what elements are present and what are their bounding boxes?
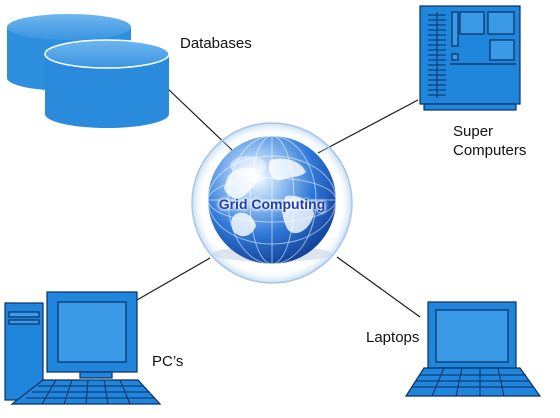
database-icon [7,14,170,128]
connector-lines [136,87,421,318]
globe-icon [191,122,353,284]
label-laptops: Laptops [366,329,420,346]
line-super-computers [317,99,419,154]
database-cylinder-front [44,39,170,128]
line-databases [166,87,233,151]
center-label: Grid Computing [218,196,326,212]
laptop-icon [404,301,542,397]
label-super-computers: Super Computers [453,122,526,160]
label-databases: Databases [180,35,252,52]
line-pcs [136,257,211,301]
line-laptops [336,256,421,318]
super-computer-icon [419,5,521,111]
label-super-line1: Super [453,123,494,140]
label-super-line2: Computers [453,142,527,159]
desktop-pc-icon [4,291,162,405]
label-pcs: PC’s [152,353,184,370]
